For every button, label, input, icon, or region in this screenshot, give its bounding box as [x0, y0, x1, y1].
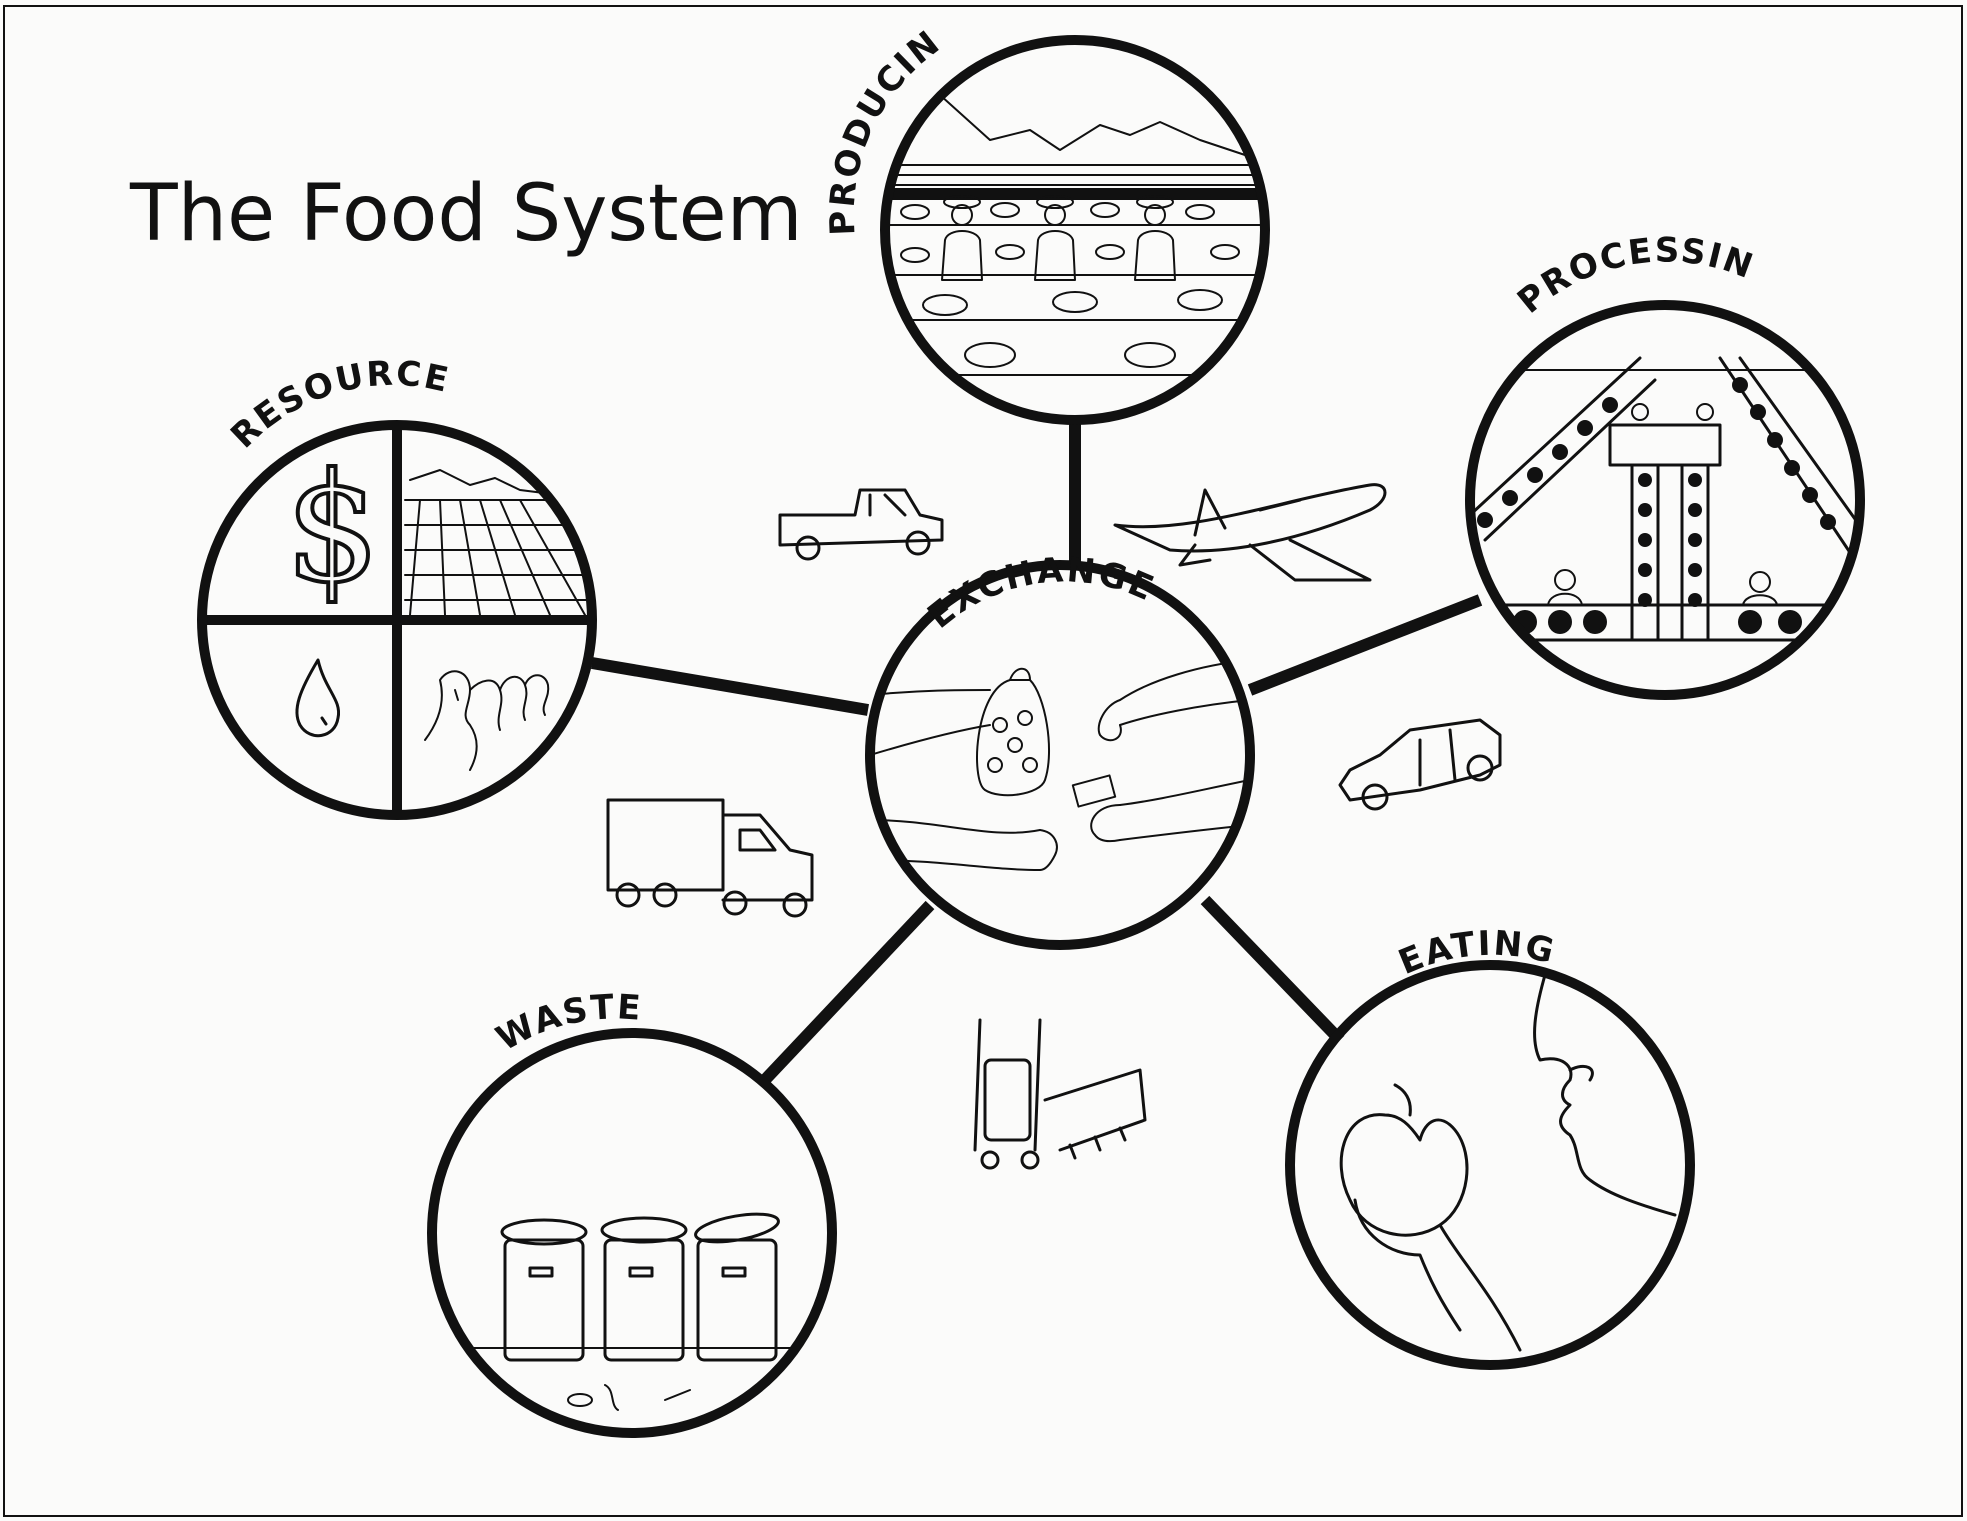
- hands-trading-icon: [870, 659, 1250, 871]
- connector-waste: [757, 900, 935, 1088]
- farm-workers-icon: [941, 195, 1176, 281]
- people-icon: [424, 670, 550, 771]
- litter-icon: [567, 1384, 691, 1411]
- eating-illustration: [1339, 973, 1677, 1352]
- producing-illustration: [889, 94, 1265, 376]
- processing-illustration: [1470, 356, 1860, 642]
- node-eating: EATING: [1285, 923, 1695, 1370]
- exchange-label: EXCHANGE: [920, 550, 1161, 637]
- hand-truck-icon: [973, 1018, 1147, 1170]
- airplane-icon: [1113, 483, 1387, 582]
- dollar-icon: $: [283, 440, 382, 618]
- car-icon: [1338, 718, 1502, 811]
- node-resources: $ RESOURCE: [0, 0, 597, 820]
- pickup-truck-icon: [778, 488, 944, 561]
- exchange-illustration: [870, 659, 1250, 871]
- factory-workers-icon: [1547, 403, 1778, 606]
- waste-illustration: [432, 1212, 832, 1411]
- node-waste: WASTE: [427, 987, 837, 1438]
- connector-eating: [1200, 895, 1345, 1045]
- connector-resources: [590, 657, 870, 716]
- node-exchange: EXCHANGE: [865, 550, 1255, 950]
- connectors: [590, 420, 1483, 1088]
- connector-processing: [1247, 594, 1483, 696]
- svg-text:$: $: [285, 442, 380, 616]
- frame-border: [3, 5, 1963, 1517]
- person-eating-apple-icon: [1339, 973, 1677, 1352]
- water-drop-icon: [295, 658, 341, 738]
- trash-cans-icon: [500, 1212, 780, 1362]
- resources-illustration: $: [202, 425, 592, 815]
- processing-label: PROCESSING: [0, 0, 1760, 322]
- semi-truck-icon: [606, 798, 814, 918]
- page-title: The Food System: [129, 169, 803, 259]
- land-field-icon: [404, 469, 591, 616]
